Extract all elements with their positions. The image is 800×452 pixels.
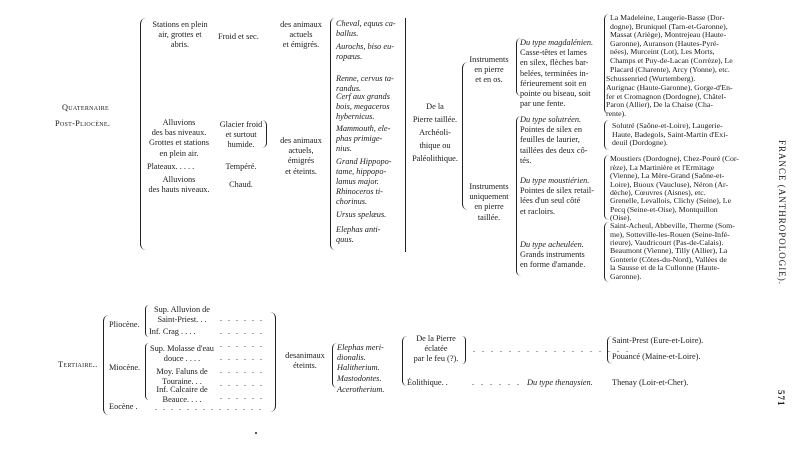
animal: Rhinoceros ti- chorinus. [336, 187, 383, 207]
animal: Halitherium. [337, 363, 380, 372]
type-name: Du type magdalénien. [520, 38, 594, 47]
running-head: FRANCE (ANTHROPOLOGIE). [777, 140, 787, 285]
brace [262, 120, 267, 148]
localite: Schussenried (Wurtemberg). [606, 74, 696, 83]
climat: Froid et sec. [218, 32, 259, 41]
gisement: Plateaux. . . . . [147, 162, 195, 171]
industrie: De la Pierre éclatée par le feu (?). [413, 334, 459, 364]
brace [604, 155, 609, 220]
brace [604, 120, 609, 150]
couche: Sup. Molasse d'eau douce . . . . [150, 344, 214, 364]
brace [140, 18, 147, 250]
page-number: 571 [776, 390, 786, 407]
brace [103, 315, 109, 415]
eolithique: Éolithique. . [407, 378, 448, 387]
quaternaire-title: Quaternaire [62, 103, 109, 112]
faune: des animaux actuels, émigrés et éteints. [280, 136, 322, 176]
etage: Miocène. [109, 363, 141, 372]
animal: Aurochs, biso eu- ropæus. [336, 42, 394, 62]
animal: Mammouth, ele- phas primige- nius. [336, 124, 391, 154]
localite: Saint-Acheul, Abbeville, Therme (Som- me… [610, 221, 735, 248]
brace [462, 336, 466, 364]
localite: Solutré (Saône-et-Loire), Laugerie- Haut… [612, 121, 728, 148]
type-block: Du type solutréen.Pointes de silex en fe… [520, 115, 600, 166]
industrie: De la Pierre taillée. Archéoli- thique o… [412, 102, 458, 163]
type-desc: Grands instruments en forme d'amande. [520, 250, 586, 270]
type-block: Du type magdalénien.Casse-têtes et lames… [520, 38, 600, 109]
localite: Aurignac (Haute-Garonne), Gorge-d'En- fe… [606, 83, 733, 118]
leader-dots: . . . . . . . . . . . . . . . . . . [473, 345, 631, 354]
brace [402, 336, 407, 386]
brace [516, 38, 521, 96]
type-block: Du type moustiérien.Pointes de silex ret… [520, 176, 600, 217]
localite: Pouancé (Maine-et-Loire). [612, 352, 701, 361]
localite: Moustiers (Dordogne), Chez-Pouré (Cor- r… [610, 154, 739, 198]
brace [516, 116, 521, 276]
couche: Inf. Calcaire de Beauce. . . . [156, 385, 208, 405]
leader-dots: . . . . . .. . . . . .. . . . . .. . . .… [220, 314, 264, 401]
animal: Cerf aux grands bois, megaceros hybernic… [336, 92, 390, 122]
type-desc: Pointes de silex retail- lées d'un seul … [520, 186, 594, 216]
localite: Grenelle, Levallois, Clichy (Seine), Le … [610, 196, 732, 223]
climat: Tempéré. [225, 162, 257, 171]
climat: Glacier froid et surtout humide. [219, 120, 263, 150]
quaternaire-subtitle: Post-Pliocène. [55, 119, 111, 128]
instruments: Instruments en pierre et en os. [469, 55, 509, 85]
type-name: Du type thenaysien. [527, 378, 593, 387]
brace [145, 343, 149, 400]
brace [604, 222, 609, 282]
etage: Eocène . [109, 402, 138, 411]
brace [270, 312, 276, 412]
gisement: Alluvions des bas niveaux. Grottes et st… [149, 118, 209, 158]
type-block: Du type acheuléen.Grands instruments en … [520, 240, 600, 271]
instruments: Instruments uniquement en pierre taillée… [469, 182, 509, 222]
brace [332, 343, 337, 388]
localite: Thenay (Loir-et-Cher). [612, 378, 689, 387]
gisement: Alluvions des hauts niveaux. [148, 175, 210, 195]
animal: Cheval, equus ca- ballus. [336, 19, 396, 39]
brace [604, 14, 609, 114]
bracket [405, 18, 406, 252]
animal: Elephas anti- quus. [336, 225, 381, 245]
animal: Ursus spelæus. [336, 210, 387, 219]
animal: Elephas meri- dionalis. [337, 343, 384, 363]
faune: des animaux actuels et émigrés. [280, 20, 322, 50]
type-name: Du type moustiérien. [520, 176, 590, 185]
localite: Saint-Prest (Eure-et-Loire). [612, 336, 704, 345]
type-desc: Casse-têtes et lames en silex, flèches b… [520, 48, 591, 109]
type-name: Du type solutréen. [520, 115, 582, 124]
tertiaire-title: Tertiaire.. [58, 360, 98, 369]
leader-dots: . . . . . . . . . . . . . . [155, 403, 263, 412]
localite: Beaumont (Vienne), Tilly (Allier), La Go… [610, 246, 728, 281]
brace [607, 336, 612, 364]
leader-dots: . . . . . . [472, 378, 522, 387]
climat: Chaud. [229, 180, 253, 189]
etage: Pliocène. [109, 320, 140, 329]
localite: La Madeleine, Laugerie-Basse (Dor- dogne… [610, 13, 733, 74]
faune: desanimaux éteints. [285, 351, 325, 371]
animal: Mastodontes. [337, 374, 382, 383]
couche: Inf. Crag . . . . [149, 327, 196, 336]
printer-mark [255, 432, 257, 434]
type-desc: Pointes de silex en feuilles de laurier,… [520, 125, 588, 165]
brace [330, 18, 335, 250]
animal: Acerotherium. [337, 385, 385, 394]
gisement: Stations en plein air, grottes et abris. [152, 20, 208, 50]
animal: Grand Hippopo- tame, hippopo- lamus majo… [336, 157, 392, 187]
brace [462, 62, 468, 210]
couche: Sup. Alluvion de Saint-Priest. . . [153, 305, 210, 325]
type-name: Du type acheuléen. [520, 240, 584, 249]
couche: Moy. Faluns de Touraine. . . [156, 367, 208, 387]
animal: Renne, cervus ta- randus. [336, 74, 394, 94]
brace [145, 305, 149, 337]
